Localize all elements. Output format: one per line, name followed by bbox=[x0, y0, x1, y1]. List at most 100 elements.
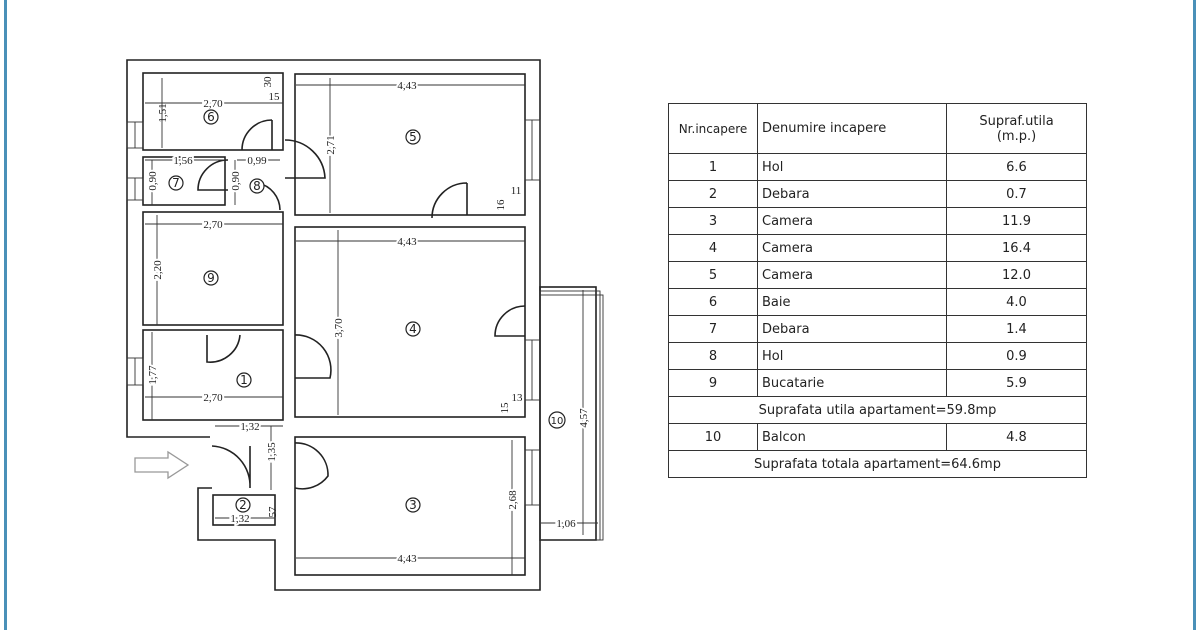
room-2-outline bbox=[212, 494, 276, 526]
room-number-10: 10 bbox=[551, 416, 564, 427]
dim-label: 16 bbox=[495, 199, 507, 211]
cell-name: Hol bbox=[757, 153, 947, 181]
cell-name: Camera bbox=[757, 234, 947, 262]
header-area-line1: Supraf.utila bbox=[979, 113, 1054, 129]
dim-label: 57 bbox=[267, 506, 279, 518]
dimension-lines bbox=[145, 78, 598, 575]
cell-name: Debara bbox=[757, 180, 947, 208]
header-area-line2: (m.p.) bbox=[996, 128, 1037, 144]
dim-label: 2,70 bbox=[203, 219, 223, 231]
room-4-outline bbox=[294, 226, 526, 418]
dim-label: 1,51 bbox=[157, 103, 169, 122]
room-number-5: 5 bbox=[409, 130, 417, 144]
cell-name: Baie bbox=[757, 288, 947, 316]
dimension-labels: 2,70 1,51 30 15 4,43 2,71 16 11 1,56 0,9… bbox=[145, 76, 592, 567]
table-header-row: Nr.incapere Denumire incapere Supraf.uti… bbox=[668, 103, 1087, 154]
room-3-outline bbox=[294, 436, 526, 576]
grand-total-row: Suprafata totala apartament=64.6mp bbox=[668, 450, 1087, 478]
dim-label: 2,70 bbox=[203, 98, 223, 110]
dim-label: 30 bbox=[262, 76, 274, 88]
cell-area: 4.0 bbox=[946, 288, 1087, 316]
cell-area: 6.6 bbox=[946, 153, 1087, 181]
dim-label: 0,99 bbox=[247, 155, 267, 167]
cell-nr: 10 bbox=[668, 423, 758, 451]
dim-label: 3,70 bbox=[333, 318, 345, 338]
room-number-7: 7 bbox=[172, 176, 180, 190]
cell-nr: 9 bbox=[668, 369, 758, 397]
windows bbox=[126, 119, 541, 506]
dim-label: 0,90 bbox=[230, 171, 242, 191]
useful-total: Suprafata utila apartament=59.8mp bbox=[668, 396, 1087, 424]
balcony-rail bbox=[539, 294, 604, 541]
dim-label: 4,43 bbox=[397, 553, 417, 565]
cell-name: Hol bbox=[757, 342, 947, 370]
room-6-outline bbox=[142, 72, 284, 151]
dim-label: 1,32 bbox=[230, 513, 249, 525]
cell-name: Balcon bbox=[757, 423, 947, 451]
room-number-9: 9 bbox=[207, 271, 215, 285]
dim-label: 1,56 bbox=[173, 155, 193, 167]
dim-label: 2,71 bbox=[325, 135, 337, 154]
cell-area: 1.4 bbox=[946, 315, 1087, 343]
dim-label: 2,68 bbox=[507, 490, 519, 510]
cell-nr: 2 bbox=[668, 180, 758, 208]
room-number-6: 6 bbox=[207, 110, 215, 124]
cell-area: 11.9 bbox=[946, 207, 1087, 235]
dim-label: 4,57 bbox=[578, 408, 590, 428]
dim-label: 4,43 bbox=[397, 80, 417, 92]
dim-label: 15 bbox=[499, 402, 511, 414]
cell-nr: 1 bbox=[668, 153, 758, 181]
room-number-1: 1 bbox=[240, 373, 248, 387]
table-row: 10 Balcon 4.8 bbox=[668, 423, 1087, 451]
cell-nr: 8 bbox=[668, 342, 758, 370]
room-area-table: Nr.incapere Denumire incapere Supraf.uti… bbox=[668, 103, 1087, 478]
dim-label: 1,35 bbox=[266, 442, 278, 462]
dim-label: 11 bbox=[511, 185, 522, 197]
cell-area: 5.9 bbox=[946, 369, 1087, 397]
room-number-8: 8 bbox=[253, 179, 261, 193]
header-area: Supraf.utila(m.p.) bbox=[946, 103, 1087, 154]
room-9-outline bbox=[142, 211, 284, 326]
frame-border-right bbox=[1193, 0, 1196, 630]
room-numbers: 6 5 7 8 9 4 1 10 3 2 bbox=[168, 109, 566, 513]
dim-label: 15 bbox=[269, 91, 281, 103]
dim-label: 1,32 bbox=[240, 421, 259, 433]
cell-area: 12.0 bbox=[946, 261, 1087, 289]
header-name: Denumire incapere bbox=[757, 103, 947, 154]
dim-label: 2,20 bbox=[152, 260, 164, 280]
cell-nr: 3 bbox=[668, 207, 758, 235]
cell-name: Camera bbox=[757, 207, 947, 235]
balcony-rail bbox=[539, 290, 601, 541]
cell-area: 16.4 bbox=[946, 234, 1087, 262]
dim-label: 1,77 bbox=[147, 365, 159, 385]
dim-label: 0,90 bbox=[147, 171, 159, 191]
cell-nr: 5 bbox=[668, 261, 758, 289]
useful-total-row: Suprafata utila apartament=59.8mp bbox=[668, 396, 1087, 424]
doors bbox=[197, 119, 526, 490]
grand-total: Suprafata totala apartament=64.6mp bbox=[668, 450, 1087, 478]
dim-label: 2,70 bbox=[203, 392, 223, 404]
room-1-outline bbox=[142, 329, 284, 421]
cell-area: 0.7 bbox=[946, 180, 1087, 208]
cell-nr: 7 bbox=[668, 315, 758, 343]
header-nr: Nr.incapere bbox=[668, 103, 758, 154]
cell-nr: 6 bbox=[668, 288, 758, 316]
entrance-arrow-icon bbox=[134, 450, 190, 480]
cell-name: Bucatarie bbox=[757, 369, 947, 397]
outer-wall bbox=[126, 59, 541, 591]
dim-label: 13 bbox=[512, 392, 524, 404]
room-number-2: 2 bbox=[239, 498, 247, 512]
frame-border-left bbox=[4, 0, 7, 630]
cell-nr: 4 bbox=[668, 234, 758, 262]
room-number-4: 4 bbox=[409, 322, 417, 336]
